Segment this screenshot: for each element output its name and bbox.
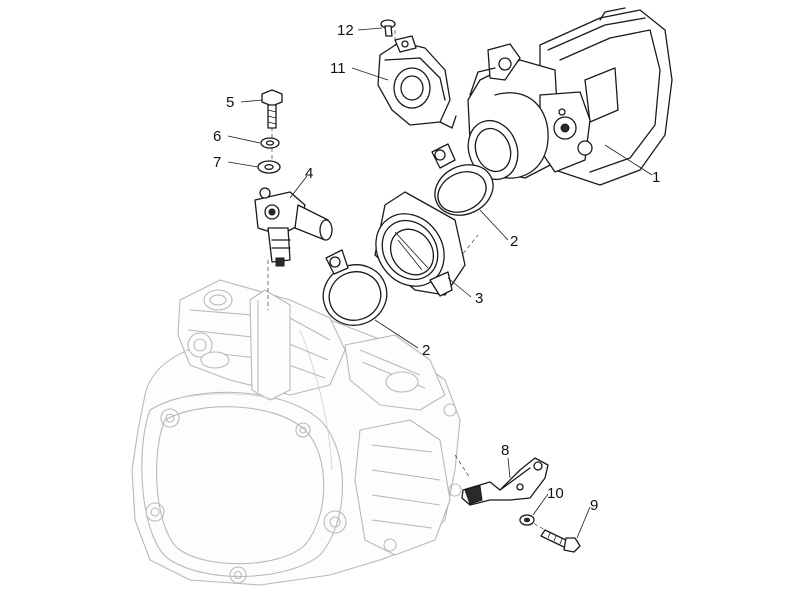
washer-10-part xyxy=(519,514,535,526)
callout-10: 10 xyxy=(547,485,564,502)
intake-sleeve-part xyxy=(374,191,466,297)
callout-6: 6 xyxy=(213,128,221,145)
callout-1: 1 xyxy=(652,169,660,186)
callout-7: 7 xyxy=(213,154,221,171)
callout-labels: 1 2 2 3 4 5 6 7 8 9 10 11 12 xyxy=(213,22,660,514)
washer-7-part xyxy=(257,160,281,174)
callout-9: 9 xyxy=(590,497,598,514)
leader-lines xyxy=(227,27,653,539)
screw-12-part xyxy=(380,19,396,37)
hose-clamp-upper-part xyxy=(431,143,494,216)
fuel-injector-part xyxy=(254,187,333,267)
cover-11-part xyxy=(377,35,457,129)
bracket-8-part xyxy=(461,457,549,506)
throttle-body-part xyxy=(467,7,673,186)
bolt-9-part xyxy=(540,529,581,553)
callout-5: 5 xyxy=(226,94,234,111)
washer-6-part xyxy=(260,137,280,149)
engine-block xyxy=(131,279,462,586)
callout-11: 11 xyxy=(330,60,346,77)
callout-4: 4 xyxy=(305,165,313,182)
callout-2-lower: 2 xyxy=(422,342,430,359)
hose-clamp-lower-part xyxy=(322,249,388,326)
callout-2-upper: 2 xyxy=(510,233,518,250)
bolt-5-part xyxy=(261,89,283,129)
callout-3: 3 xyxy=(475,290,483,307)
callout-8: 8 xyxy=(501,442,509,459)
callout-12: 12 xyxy=(337,22,354,39)
